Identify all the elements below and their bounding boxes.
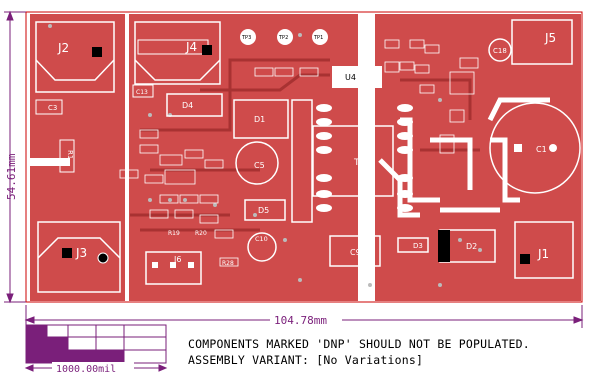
label-d2: D2 (466, 242, 477, 251)
label-j5: J5 (544, 31, 556, 45)
connector-j6: J6 (145, 251, 202, 285)
transformer-pins (316, 104, 413, 212)
connector-j4: J4 (134, 21, 221, 85)
label-j6: J6 (173, 255, 181, 264)
label-c1: C1 (536, 145, 547, 154)
label-j1: J1 (537, 247, 549, 261)
label-d5: D5 (258, 206, 269, 215)
smd-cluster (119, 39, 479, 267)
label-c5: C5 (254, 161, 265, 170)
testpoints: TP3 TP2 TP1 (240, 29, 328, 45)
label-c10: C10 (255, 235, 268, 243)
capacitor-c3-outline (35, 99, 63, 115)
height-label: 54.61mm (5, 153, 18, 200)
diode-d4: D4 (166, 93, 223, 117)
diode-d2: D2 (438, 229, 496, 263)
connector-j3: J3 (37, 221, 121, 293)
width-label-bg (270, 313, 342, 327)
label-r28: R28 (222, 260, 234, 267)
scale-label: 1000.00mil (56, 364, 116, 373)
label-tp2: TP2 (278, 35, 288, 41)
capacitor-c9: C9 (329, 235, 381, 267)
label-j3: J3 (75, 246, 87, 260)
scale-label-bg (52, 362, 134, 373)
connector-j1: J1 (514, 221, 574, 279)
diode-d1: D1 (233, 99, 289, 139)
label-j4: J4 (185, 40, 197, 54)
label-c13: C13 (136, 89, 148, 96)
copper-pour (30, 14, 581, 301)
label-d4: D4 (182, 101, 193, 110)
label-c3: C3 (48, 104, 57, 112)
assembly-variant-note: ASSEMBLY VARIANT: [No Variations] (188, 353, 424, 367)
center-pour (126, 14, 358, 301)
label-t1: T1 (353, 158, 365, 168)
capacitor-c1: C1 (489, 102, 581, 194)
label-r19: R19 (168, 230, 180, 237)
label-j2: J2 (57, 41, 69, 55)
label-d3: D3 (413, 242, 423, 250)
diode-d3: D3 (397, 237, 429, 253)
dimension-lines (4, 10, 584, 328)
ic-u4: U4 (332, 66, 382, 88)
right-pour (375, 14, 581, 301)
connector-j5: J5 C18 (488, 19, 573, 65)
label-tp1: TP1 (313, 35, 323, 41)
diode-d5: D5 (244, 199, 286, 221)
label-r1: R1 (66, 150, 74, 159)
scale-grid (25, 324, 167, 364)
label-c9: C9 (350, 248, 361, 257)
label-d1: D1 (254, 115, 265, 124)
capacitor-c5: C5 (235, 141, 279, 185)
label-r20: R20 (195, 230, 207, 237)
connector-j2: J2 (35, 21, 115, 93)
left-pour (30, 14, 125, 301)
resistor-r1-outline (59, 139, 75, 173)
transformer-t1: T1 (291, 99, 394, 223)
board-outline (25, 11, 583, 303)
label-u4: U4 (345, 73, 356, 82)
label-c18: C18 (493, 47, 507, 55)
width-label: 104.78mm (274, 314, 327, 327)
dnp-note: COMPONENTS MARKED 'DNP' SHOULD NOT BE PO… (188, 337, 530, 351)
label-tp3: TP3 (241, 35, 251, 41)
capacitor-c13-outline (132, 84, 154, 98)
capacitor-c10: C10 (247, 232, 277, 262)
